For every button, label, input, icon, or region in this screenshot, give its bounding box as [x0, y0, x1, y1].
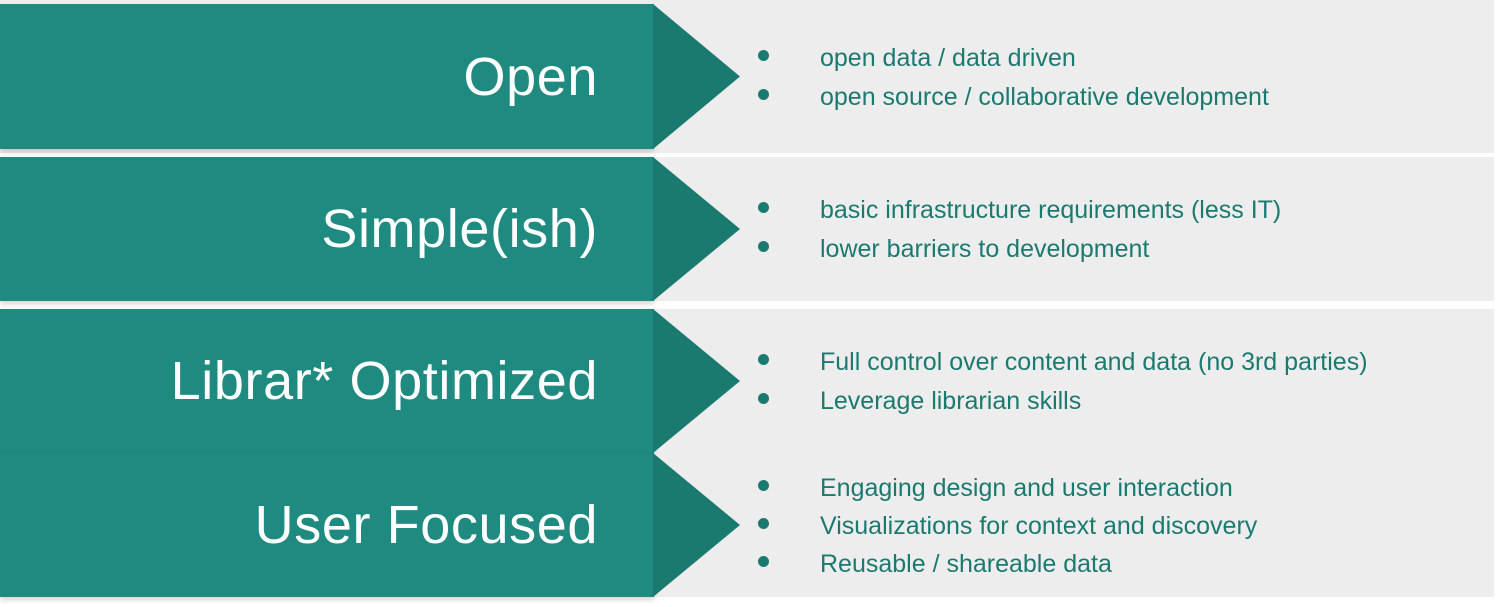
- bullet-list: basic infrastructure requirements (less …: [758, 157, 1494, 301]
- bullet-dot-icon: [758, 556, 769, 567]
- bullet-text: Engaging design and user interaction: [820, 474, 1233, 502]
- bullet-text: Full control over content and data (no 3…: [820, 348, 1368, 377]
- list-item: Engaging design and user interaction: [758, 469, 1494, 507]
- bullet-dot-icon: [758, 354, 769, 366]
- list-item: Reusable / shareable data: [758, 545, 1494, 583]
- bullet-dot-icon: [758, 518, 769, 529]
- bullet-list: Engaging design and user interaction Vis…: [758, 453, 1494, 597]
- list-item: lower barriers to development: [758, 230, 1494, 269]
- bullet-dot-icon: [758, 393, 769, 404]
- bullet-dot-icon: [758, 88, 769, 100]
- bullet-text: Visualizations for context and discovery: [820, 512, 1258, 540]
- chevron-body: Simple(ish): [0, 157, 654, 301]
- chevron-label: User Focused: [254, 495, 598, 555]
- bullet-text: basic infrastructure requirements (less …: [820, 196, 1282, 225]
- bullet-text: Leverage librarian skills: [820, 387, 1082, 415]
- chevron-label: Librar* Optimized: [170, 351, 598, 411]
- bullet-text: open source / collaborative development: [820, 82, 1269, 111]
- list-item: open data / data driven: [758, 39, 1494, 78]
- bullet-dot-icon: [758, 49, 769, 61]
- bullet-text: open data / data driven: [820, 43, 1076, 72]
- chevron-body: Open: [0, 4, 654, 149]
- list-item: Full control over content and data (no 3…: [758, 343, 1494, 382]
- chevron-body: Librar* Optimized: [0, 309, 654, 453]
- bullet-dot-icon: [758, 480, 769, 491]
- list-item: Leverage librarian skills: [758, 382, 1494, 421]
- chevron-label: Simple(ish): [321, 199, 598, 259]
- list-item: open source / collaborative development: [758, 78, 1494, 117]
- list-item: Visualizations for context and discovery: [758, 507, 1494, 545]
- chevron-body: User Focused: [0, 453, 654, 597]
- list-item: basic infrastructure requirements (less …: [758, 191, 1494, 230]
- chevron-row-librar-optimized: Librar* Optimized Full control over cont…: [0, 309, 1503, 453]
- chevron-row-simpleish: Simple(ish) basic infrastructure require…: [0, 157, 1503, 301]
- chevron-row-user-focused: User Focused Engaging design and user in…: [0, 453, 1503, 597]
- bullet-text: lower barriers to development: [820, 235, 1150, 263]
- bullet-dot-icon: [758, 202, 769, 214]
- bullet-dot-icon: [758, 241, 769, 252]
- chevron-label: Open: [463, 46, 598, 107]
- chevron-row-open: Open open data / data driven open source…: [0, 0, 1503, 153]
- bullet-text: Reusable / shareable data: [820, 550, 1112, 578]
- bullet-list: open data / data driven open source / co…: [758, 4, 1494, 149]
- bullet-list: Full control over content and data (no 3…: [758, 309, 1494, 453]
